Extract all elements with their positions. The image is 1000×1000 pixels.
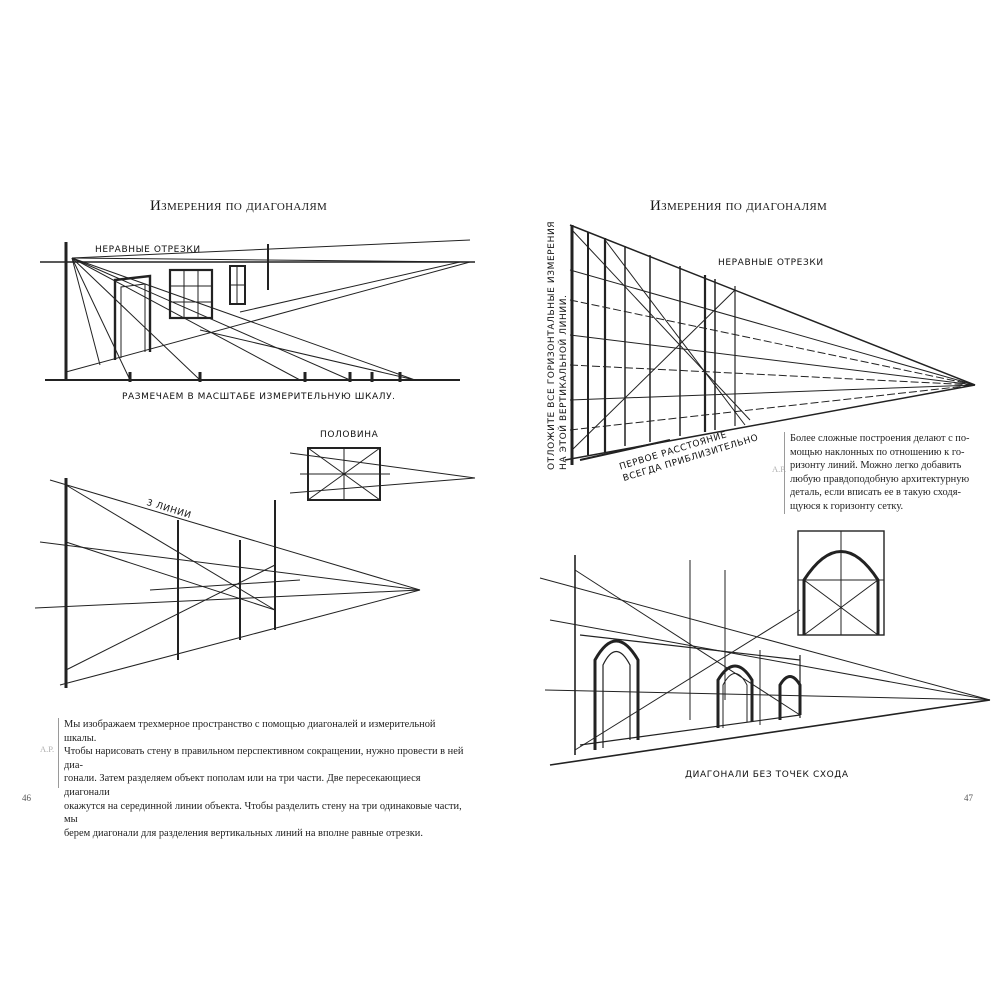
vertical-note-line: отложите все горизонтальные измерения xyxy=(547,220,557,470)
page-title: Измерения по диагоналям xyxy=(650,198,828,214)
converging-grid-sketch xyxy=(564,224,976,465)
page-number: 46 xyxy=(22,793,31,803)
author-initials: A.P. xyxy=(772,464,787,474)
page-title: Измерения по диагоналям xyxy=(150,198,328,214)
half-diagram-sketch xyxy=(290,447,476,501)
body-line: Мы изображаем трехмерное пространство с … xyxy=(64,719,436,744)
room-perspective-sketch xyxy=(40,239,475,382)
margin-rule xyxy=(784,432,785,514)
body-line: щуюся к горизонту сетку. xyxy=(790,500,904,512)
body-line: деталь, если вписать ее в такую сходя- xyxy=(790,487,961,499)
left-page: Измерения по диагоналям xyxy=(22,198,476,840)
body-paragraph: Более сложные построения делают с по- мо… xyxy=(790,432,990,514)
body-line: мощью наклонных по отношению к го- xyxy=(790,446,965,458)
margin-rule xyxy=(58,718,59,788)
vertical-note-line: на этой вертикальной линии. xyxy=(559,294,569,471)
body-paragraph: Мы изображаем трехмерное пространство с … xyxy=(64,718,464,840)
body-line: берем диагонали для разделения вертикаль… xyxy=(64,827,423,839)
three-part-wall-sketch xyxy=(34,478,421,688)
arch-detail-sketch xyxy=(797,530,885,636)
vertical-note: отложите все горизонтальные измерения на… xyxy=(546,221,570,470)
scale-caption: размечаем в масштабе измерительную шкалу… xyxy=(122,392,396,402)
body-line: ризонту линий. Можно легко добавить xyxy=(790,460,962,472)
body-line: окажутся на серединной линии объекта. Чт… xyxy=(64,800,462,826)
author-initials: A.P. xyxy=(40,744,55,754)
body-line: Чтобы нарисовать стену в правильном перс… xyxy=(64,746,464,771)
no-vanishing-caption: диагонали без точек схода xyxy=(685,770,849,780)
label-half: половина xyxy=(320,430,379,440)
body-line: Более сложные построения делают с по- xyxy=(790,433,970,444)
arcade-sketch xyxy=(539,555,991,766)
page-number: 47 xyxy=(964,793,973,803)
body-line: любую правдоподобную архитектурную xyxy=(790,473,970,485)
body-line: гонали. Затем разделяем объект пополам и… xyxy=(64,773,421,798)
